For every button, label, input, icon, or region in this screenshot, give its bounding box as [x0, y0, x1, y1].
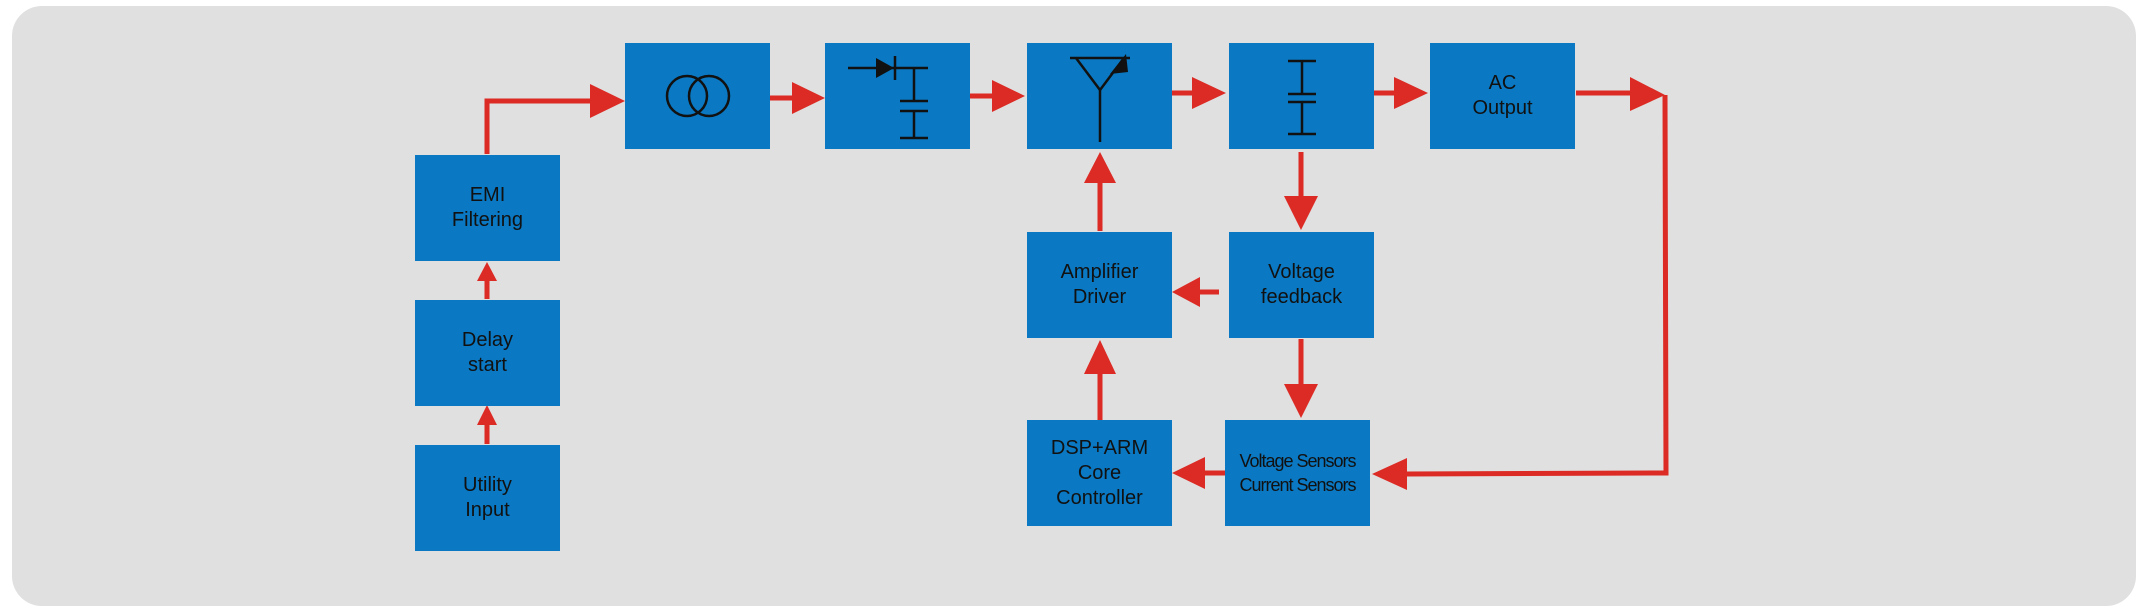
arrow-delay-to-emi [477, 262, 497, 299]
sensors-label: Voltage Sensors Current Sensors [1239, 451, 1356, 495]
arrow-emi-to-transformer [484, 84, 625, 154]
capacitor-icon [1287, 59, 1316, 136]
emi-filtering-block: EMI Filtering [415, 155, 560, 261]
rectifier-block [825, 43, 970, 149]
arrow-utility-to-delay [477, 405, 497, 444]
arrow-inverter-to-filter [1172, 77, 1226, 109]
sensors-block: Voltage Sensors Current Sensors [1225, 420, 1370, 526]
dsp-arm-controller-label: DSP+ARM Core Controller [1050, 436, 1149, 509]
voltage-feedback-block: Voltage feedback [1229, 232, 1374, 338]
arrow-sensors-to-controller [1172, 457, 1225, 489]
arrow-filter-to-ac-output [1374, 77, 1428, 109]
ac-output-label: AC Output [1472, 72, 1533, 119]
emi-filtering-label: EMI Filtering [451, 184, 524, 231]
amplifier-driver-label: Amplifier Driver [1060, 261, 1139, 308]
delay-start-label: Delay start [461, 329, 514, 376]
filter-block [1229, 43, 1374, 149]
rectifier-capacitor-icon [847, 56, 928, 140]
arrow-transformer-to-rectifier [770, 82, 825, 114]
inverter-block [1027, 43, 1172, 149]
arrow-filter-to-feedback [1284, 152, 1318, 230]
arrow-feedback-to-amplifier [1172, 277, 1219, 307]
transformer-block [625, 43, 770, 149]
amplifier-driver-block: Amplifier Driver [1027, 232, 1172, 338]
arrow-controller-to-amplifier [1084, 340, 1116, 420]
transformer-icon [665, 74, 730, 118]
utility-input-label: Utility Input [463, 474, 512, 521]
ac-output-block: AC Output [1430, 43, 1575, 149]
arrow-ac-output-loop-to-sensors [1372, 77, 1669, 490]
voltage-feedback-label: Voltage feedback [1260, 261, 1343, 308]
delay-start-block: Delay start [415, 300, 560, 406]
arrow-rectifier-to-inverter [970, 80, 1025, 112]
dsp-arm-controller-block: DSP+ARM Core Controller [1027, 420, 1172, 526]
arrow-feedback-to-sensors [1284, 339, 1318, 418]
transistor-switch-icon [1069, 54, 1130, 142]
utility-input-block: Utility Input [415, 445, 560, 551]
arrow-amplifier-to-inverter [1084, 152, 1116, 231]
